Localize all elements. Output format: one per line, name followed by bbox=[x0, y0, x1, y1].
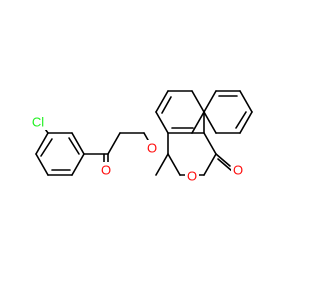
atom-labels: Cl O O O O bbox=[28, 114, 245, 184]
chemical-structure-diagram: Cl O O O O bbox=[28, 90, 253, 184]
molecule-canvas: Cl O O O O bbox=[28, 90, 253, 184]
lactone-oxygen-label: O bbox=[187, 169, 197, 184]
chlorine-atom-label: Cl bbox=[32, 115, 44, 130]
benzocoumarin-core bbox=[155, 90, 253, 176]
ether-oxygen-label: O bbox=[147, 141, 157, 156]
ketone-linker bbox=[83, 132, 153, 167]
carbonyl-oxygen-label: O bbox=[233, 163, 243, 178]
chlorophenyl-ring bbox=[35, 132, 85, 176]
ketone-oxygen-label: O bbox=[101, 163, 111, 178]
